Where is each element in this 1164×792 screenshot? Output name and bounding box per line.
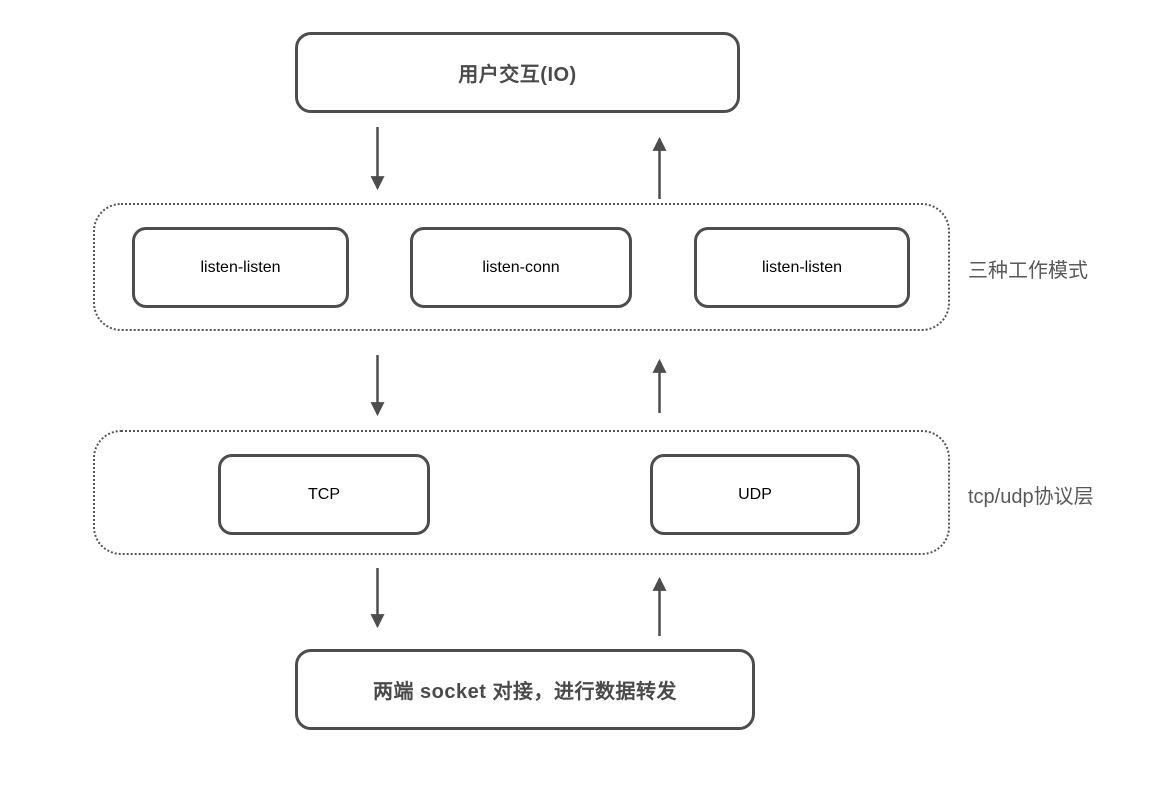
node-socket-bridge: 两端 socket 对接，进行数据转发 (295, 649, 755, 730)
node-listen-listen-2-label: listen-listen (761, 258, 843, 276)
node-tcp: TCP (218, 454, 430, 535)
node-listen-listen-1-label: listen-listen (200, 258, 281, 276)
node-listen-listen-1: listen-listen (132, 227, 349, 308)
node-listen-conn: listen-conn (410, 227, 632, 308)
group-label-protocol-layer: tcp/udp协议层 (968, 486, 1094, 508)
node-socket-bridge-label: 两端 socket 对接，进行数据转发 (373, 681, 677, 703)
node-listen-listen-2: listen-listen (694, 227, 910, 308)
node-user-io-label: 用户交互(IO) (458, 64, 577, 86)
node-user-io: 用户交互(IO) (295, 32, 740, 113)
node-tcp-label: TCP (308, 485, 340, 503)
node-udp: UDP (650, 454, 860, 535)
node-listen-conn-label: listen-conn (482, 258, 560, 276)
group-work-modes: listen-listen listen-conn listen-listen (93, 203, 950, 331)
group-protocol-layer: TCP UDP (93, 430, 950, 555)
group-label-work-modes: 三种工作模式 (968, 260, 1088, 282)
node-udp-label: UDP (738, 485, 772, 503)
